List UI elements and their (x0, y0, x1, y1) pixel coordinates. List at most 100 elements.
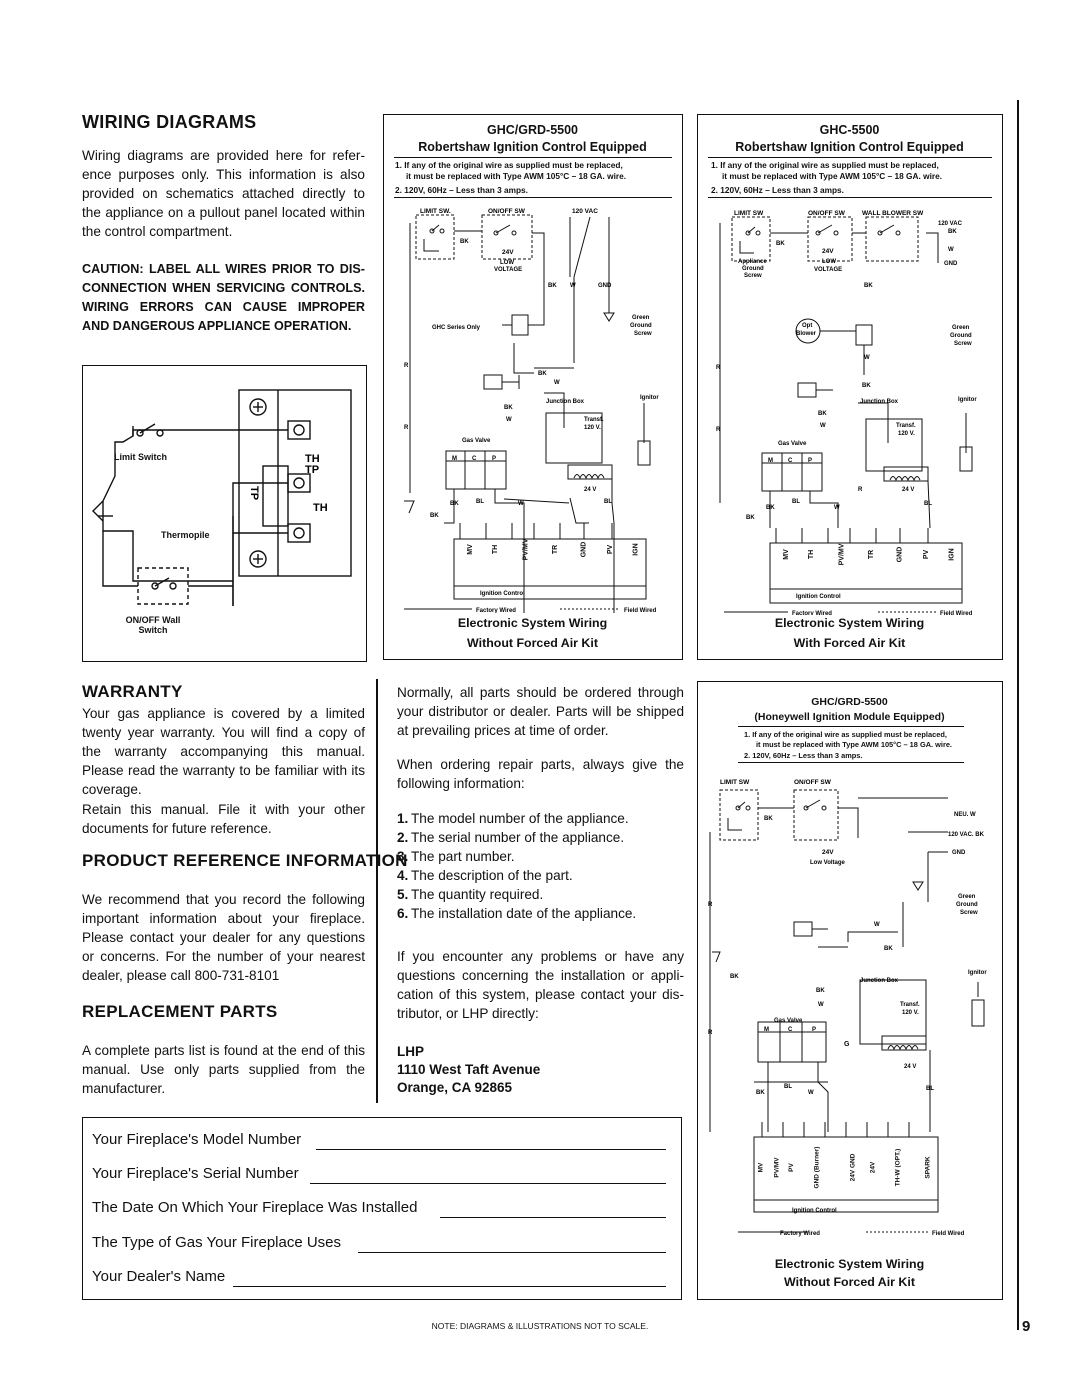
diagram-a-caption2: Without Forced Air Kit (467, 636, 598, 650)
street-address: 1110 West Taft Avenue (397, 1062, 541, 1077)
gas-type-line[interactable] (358, 1252, 666, 1253)
replacement-text: A complete parts list is found at the en… (82, 1043, 365, 1096)
b-term-th: TH (807, 549, 815, 560)
b-gas-valve: Gas Valve (778, 441, 807, 447)
page-number: 9 (1022, 1318, 1031, 1335)
c-ignition-control: Ignition Control (792, 1208, 837, 1214)
c-term-gnd-burner: GND (Burner) (813, 1146, 821, 1189)
a-ghc-only: GHC Series Only (432, 325, 481, 331)
c-terminal-labels: MV PV/MV PV GND (Burner) 24V GND 24V TH-… (756, 1147, 940, 1189)
dealer-name-label: Your Dealer's Name (92, 1268, 226, 1285)
ordering-list: 1.The model number of the appliance. 2.T… (397, 809, 684, 923)
svg-text:TH: TH (305, 453, 320, 465)
b-gnd: GND (944, 261, 958, 267)
b-voltage: VOLTAGE (814, 267, 842, 273)
b-transf: Transf. (896, 423, 916, 429)
c-bk5: BK (756, 1090, 765, 1096)
a-p: P (492, 456, 496, 462)
c-term-24v: 24V (869, 1161, 877, 1174)
c-w2: W (818, 1002, 824, 1008)
diagram-c-model: GHC/GRD-5500 (811, 696, 888, 708)
b-term-tr: TR (868, 549, 876, 560)
b-m: M (768, 458, 773, 464)
b-r3: R (858, 487, 863, 493)
thermopile-label: Thermopile (161, 530, 210, 540)
a-120vac-label: 120 VAC (572, 208, 598, 215)
b-120vac: 120 VAC (938, 221, 963, 227)
b-screw2: Screw (744, 273, 762, 279)
scale-note: NOTE: DIAGRAMS & ILLUSTRATIONS NOT TO SC… (431, 1321, 649, 1331)
diagram-a-model: GHC/GRD-5500 (487, 123, 578, 137)
b-green: Green (952, 325, 970, 331)
c-term-mv: MV (757, 1162, 765, 1173)
c-gnd: GND (952, 850, 966, 856)
a-field: Field Wired (624, 608, 657, 613)
wiring-diagram-a: GHC/GRD-5500 Robertshaw Ignition Control… (383, 114, 683, 660)
a-term-gnd: GND (579, 541, 587, 558)
diagram-c-note1: 1. If any of the original wire as suppli… (744, 730, 947, 739)
diagram-c-subtitle: (Honeywell Ignition Module Equipped) (754, 711, 945, 723)
a-term-mv: MV (467, 544, 475, 555)
b-term-pv: PV (923, 549, 931, 560)
serial-number-line[interactable] (310, 1183, 666, 1184)
a-120v: 120 V. (584, 425, 601, 431)
b-ground: Ground (950, 333, 972, 339)
model-number-line[interactable] (316, 1149, 666, 1150)
b-r1: R (716, 365, 721, 371)
b-appliance: Appliance (738, 259, 767, 265)
diagram-b-svg: LIMIT SW ON/OFF SW WALL BLOWER SW 120 VA… (716, 210, 977, 615)
millivolt-diagram-svg: TH TP TH TP (92, 389, 352, 606)
b-bk2: BK (864, 283, 873, 289)
diagram-c-caption2: Without Forced Air Kit (784, 1275, 915, 1289)
a-limit-label: LIMIT SW. (420, 208, 451, 215)
a-c: C (472, 456, 477, 462)
c-bl: BL (784, 1084, 792, 1090)
svg-text:TH: TH (313, 502, 328, 514)
b-bk1: BK (776, 241, 785, 247)
b-low: LOW (822, 259, 836, 265)
b-term-pvmv: PV/MV (838, 543, 846, 566)
c-ground: Ground (956, 902, 978, 908)
a-24v2: 24 V (584, 487, 596, 493)
diagram-b-caption2: With Forced Air Kit (793, 636, 906, 650)
a-w4: W (518, 501, 524, 507)
c-r1: R (708, 902, 713, 908)
c-neu: NEU. W (954, 812, 976, 818)
b-terminal-labels: MV TH PV/MV TR GND PV IGN (774, 544, 966, 566)
a-term-tr: TR (552, 544, 560, 555)
c-bk3: BK (730, 974, 739, 980)
c-m: M (764, 1027, 769, 1033)
b-wall-blower: WALL BLOWER SW (862, 210, 924, 217)
ordering-item: 1.The model number of the appliance. (397, 811, 629, 826)
a-bk2: BK (548, 283, 557, 289)
c-term-24v-gnd: 24V GND (849, 1153, 857, 1182)
a-onoff-label: ON/OFF SW (488, 208, 526, 215)
c-bl2: BL (926, 1086, 934, 1092)
ordering-p1: Normally, all parts should be ordered th… (397, 685, 684, 738)
c-vac-bk: 120 VAC. BK (948, 832, 985, 838)
a-w3: W (506, 417, 512, 423)
c-120v: 120 V. (902, 1010, 919, 1016)
c-low-voltage: Low Voltage (810, 860, 846, 866)
wall-switch-label: ON/OFF Wall Switch (125, 615, 181, 635)
b-bk4: BK (818, 411, 827, 417)
b-r2: R (716, 427, 721, 433)
dealer-name-line[interactable] (233, 1286, 666, 1287)
c-limit: LIMIT SW (720, 779, 750, 786)
a-bk6: BK (430, 513, 439, 519)
millivolt-wiring-diagram: TH TP TH TP Limit Switch Thermopile ON/O… (82, 365, 367, 662)
b-screw: Screw (954, 341, 972, 347)
a-gnd: GND (598, 283, 612, 289)
b-c: C (788, 458, 793, 464)
product-ref-text: We recommend that you record the followi… (82, 892, 365, 983)
b-w3: W (820, 423, 826, 429)
gas-type-label: The Type of Gas Your Fireplace Uses (92, 1234, 342, 1251)
c-w3: W (808, 1090, 814, 1096)
a-r2: R (404, 425, 409, 431)
install-date-line[interactable] (440, 1217, 666, 1218)
c-gas-valve: Gas Valve (774, 1018, 803, 1024)
warranty-title: WARRANTY (82, 682, 183, 701)
model-number-label: Your Fireplace's Model Number (92, 1131, 302, 1148)
diagram-b-subtitle: Robertshaw Ignition Control Equipped (735, 140, 964, 154)
a-ignition-control: Ignition Control (480, 591, 525, 597)
